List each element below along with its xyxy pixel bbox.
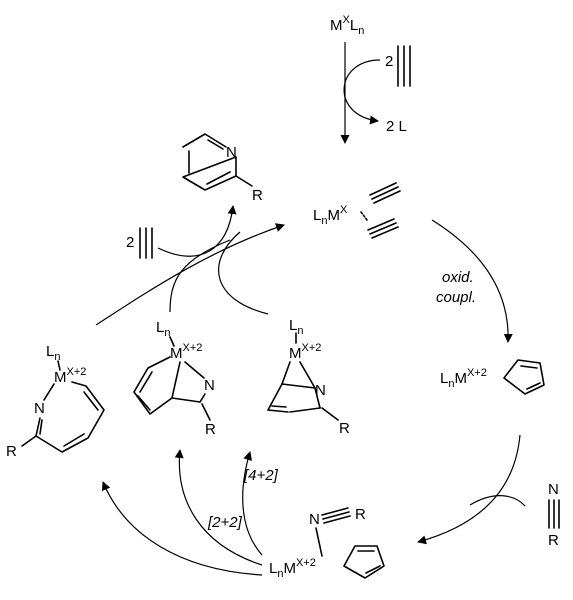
svg-text:MX+2: MX+2 bbox=[54, 366, 86, 386]
nitrile-addition-curve bbox=[469, 495, 526, 507]
bicyclic-42-intermediate: Ln MX+2 N R bbox=[267, 317, 350, 437]
svg-text:N: N bbox=[34, 400, 45, 417]
svg-text:R: R bbox=[548, 532, 559, 549]
alkyne-ligand-lower bbox=[367, 218, 399, 239]
svg-text:R: R bbox=[205, 421, 216, 438]
bis-alkyne-complex: LnMX bbox=[313, 182, 401, 239]
metallacyclopentadiene: LnMX+2 bbox=[440, 359, 545, 395]
nitrile-insertion-arrow bbox=[417, 434, 521, 545]
bicyclic-22-intermediate: Ln MX+2 N R bbox=[133, 319, 216, 438]
ligand-loss-label: 2 L bbox=[386, 118, 407, 135]
step-label-22: [2+2] bbox=[207, 514, 243, 531]
svg-text:R: R bbox=[339, 420, 350, 437]
alkyne-equiv-bottom: 2 bbox=[126, 234, 134, 251]
pyridine-product: N R bbox=[182, 133, 263, 204]
svg-text:MX+2: MX+2 bbox=[289, 342, 321, 362]
step-label-coupl: coupl. bbox=[436, 289, 476, 306]
cycle-return-arc-42 bbox=[218, 231, 269, 315]
svg-text:LnMX+2: LnMX+2 bbox=[440, 367, 487, 390]
svg-text:N: N bbox=[204, 377, 215, 394]
svg-text:N: N bbox=[548, 481, 559, 498]
nitrile-reagent: N R bbox=[548, 481, 560, 549]
step-label-oxid: oxid. bbox=[442, 269, 474, 286]
svg-text:Ln: Ln bbox=[156, 319, 170, 339]
product-release-arrow bbox=[157, 205, 237, 257]
alkyne-ligand-upper bbox=[369, 182, 401, 204]
svg-text:LnMX: LnMX bbox=[313, 204, 348, 227]
svg-text:MX+2: MX+2 bbox=[170, 342, 202, 362]
svg-text:R: R bbox=[252, 187, 263, 204]
svg-text:N: N bbox=[226, 144, 237, 161]
step-label-42: [4+2] bbox=[243, 467, 279, 484]
svg-text:N: N bbox=[315, 382, 326, 399]
azepine-metallacycle: Ln MX+2 N R bbox=[6, 343, 105, 460]
svg-text:Ln: Ln bbox=[289, 317, 303, 337]
svg-text:R: R bbox=[6, 443, 17, 460]
ligand-exchange-curve bbox=[343, 59, 381, 125]
alkyne-equiv-top: 2 bbox=[385, 53, 393, 70]
svg-text:N: N bbox=[309, 511, 320, 528]
nitrile-complex: LnMX+2 N R bbox=[269, 506, 385, 580]
svg-text:R: R bbox=[355, 506, 366, 523]
azepine-formation-arrow bbox=[101, 481, 263, 576]
svg-text:MXLn: MXLn bbox=[330, 14, 364, 37]
svg-text:LnMX+2: LnMX+2 bbox=[269, 557, 316, 580]
alkyne-icon-top bbox=[397, 45, 411, 87]
svg-text:Ln: Ln bbox=[46, 343, 60, 363]
cycle-return-arrow bbox=[95, 223, 285, 326]
catalyst-label: MXLn bbox=[330, 14, 364, 37]
oxidative-coupling-arrow bbox=[431, 219, 513, 343]
cycloaddition-22-arrow bbox=[174, 449, 263, 566]
cycloaddition-42-arrow bbox=[242, 451, 263, 556]
alkyne-icon-bottom bbox=[139, 227, 153, 259]
